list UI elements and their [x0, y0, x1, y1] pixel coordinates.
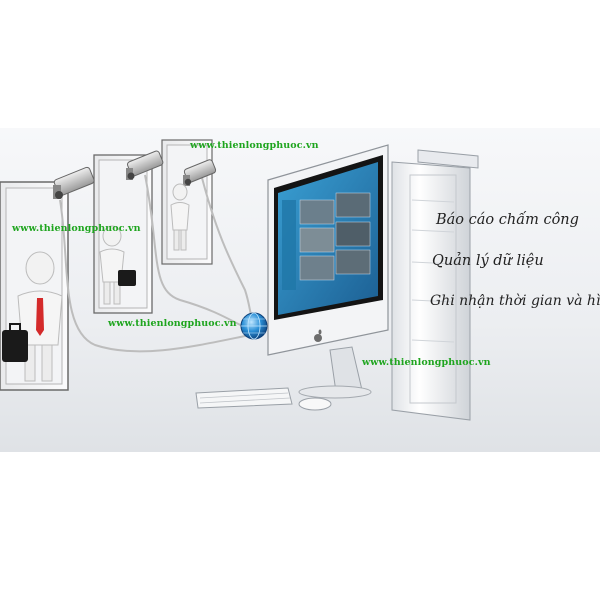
feature-text-report: Báo cáo chấm công — [436, 212, 579, 228]
watermark-text: www.thienlongphuoc.vn — [12, 223, 141, 234]
person-figure-small — [170, 183, 190, 251]
person-figure-middle — [99, 225, 136, 305]
tower-computer — [391, 149, 479, 421]
watermark-text: www.thienlongphuoc.vn — [362, 357, 491, 368]
watermark-text: www.thienlongphuoc.vn — [108, 318, 237, 329]
apple-logo-icon — [314, 329, 322, 342]
person-figure-large — [2, 251, 63, 382]
feature-text-time-image: Ghi nhận thời gian và hình ảnh — [430, 293, 600, 309]
mouse — [298, 397, 332, 411]
watermark-text: www.thienlongphuoc.vn — [190, 140, 319, 151]
door-frame-right — [161, 139, 213, 265]
security-camera-icon — [183, 159, 217, 186]
globe-network-icon — [240, 312, 268, 340]
keyboard — [195, 387, 293, 409]
security-camera-icon — [53, 166, 95, 199]
security-camera-icon — [126, 150, 164, 180]
feature-text-data-management: Quản lý dữ liệu — [432, 253, 544, 269]
desktop-monitor — [267, 144, 389, 399]
